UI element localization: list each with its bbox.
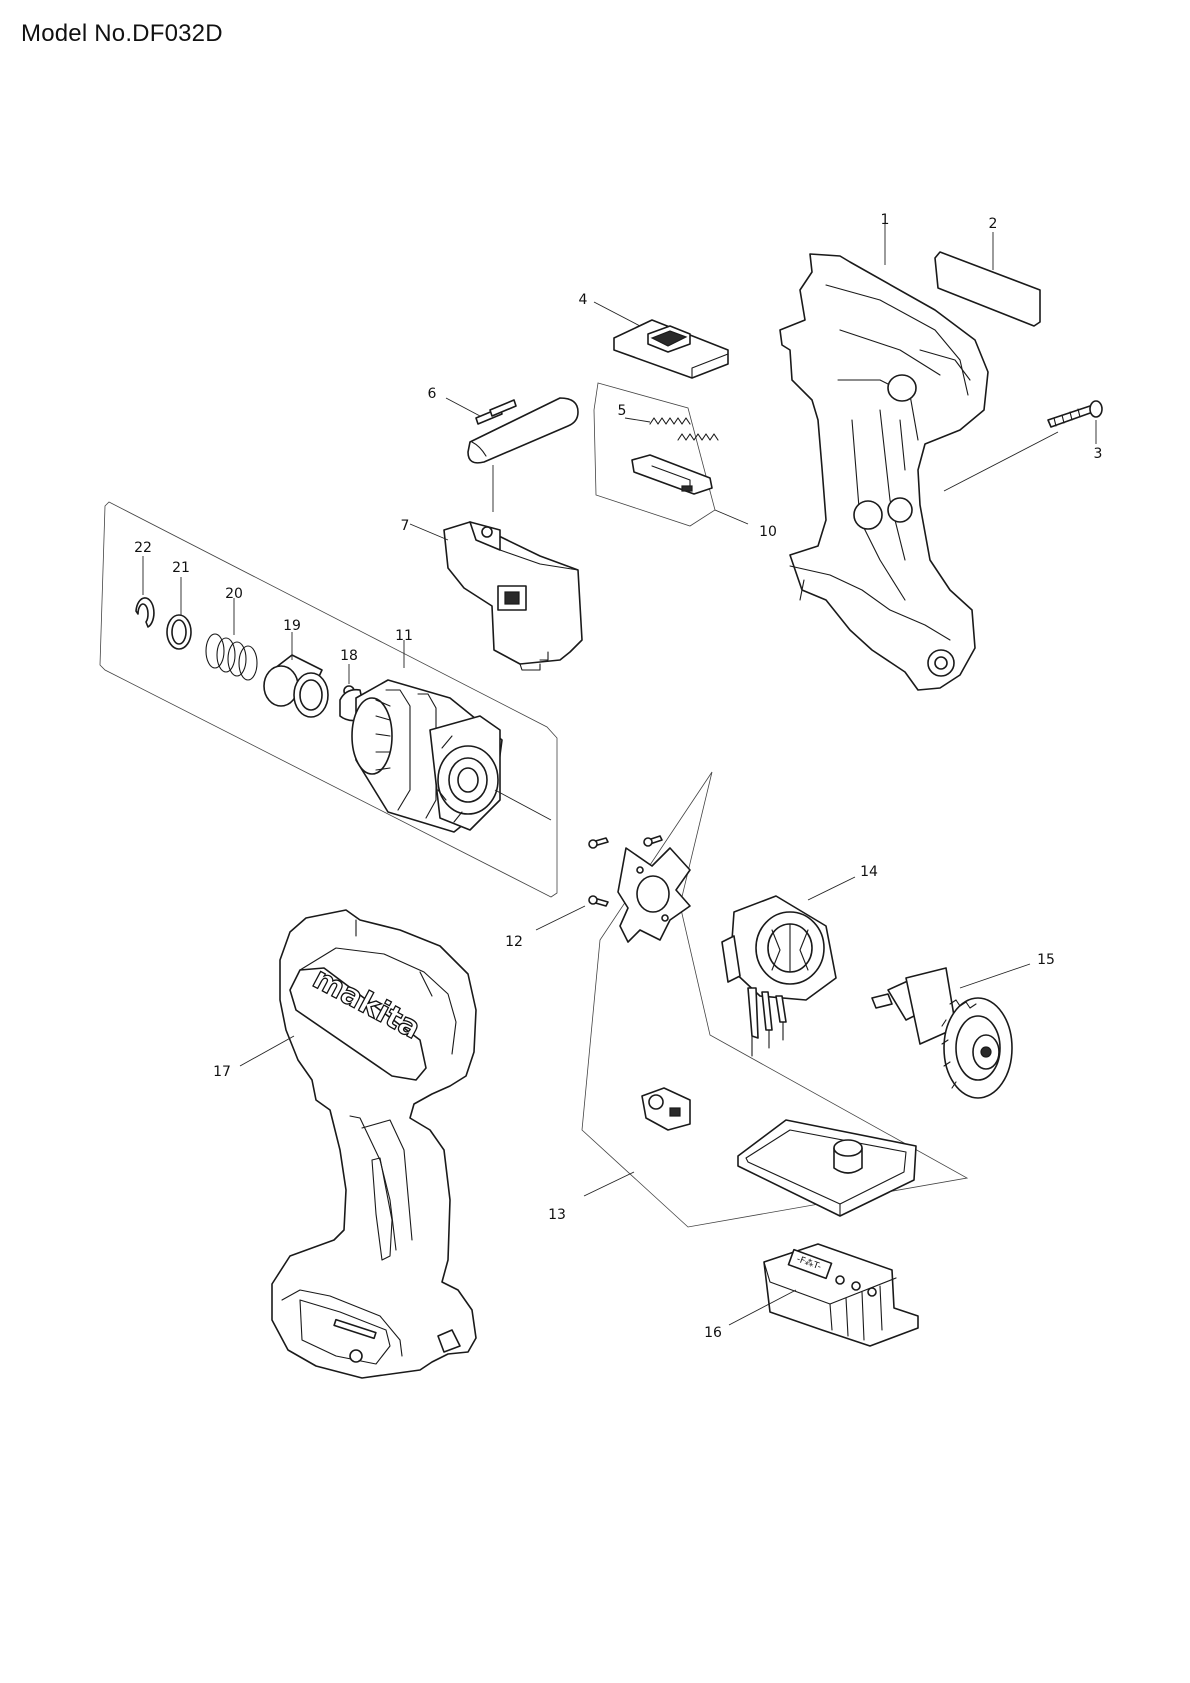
part-2-nameplate xyxy=(934,251,1041,327)
callout-20: 20 xyxy=(225,586,243,602)
leader-4 xyxy=(593,301,641,327)
callout-21: 21 xyxy=(172,560,190,576)
part-7-switch xyxy=(443,521,583,671)
leader-6 xyxy=(445,397,481,417)
callout-7: 7 xyxy=(401,518,410,534)
callout-17: 17 xyxy=(213,1064,231,1080)
leader-5 xyxy=(624,417,651,423)
part-20-compression-spring xyxy=(205,633,258,681)
callout-18: 18 xyxy=(340,648,358,664)
part-16-switch-board: -F⁂T- xyxy=(763,1243,919,1347)
group-outline-11 xyxy=(99,501,558,898)
callout-14: 14 xyxy=(860,864,878,880)
part-5-springs xyxy=(649,417,719,441)
part-6-reversing-lever xyxy=(467,397,579,464)
part-10-slider xyxy=(631,454,713,495)
leader-3b xyxy=(943,431,1059,492)
model-number-title: Model No.DF032D xyxy=(21,20,223,47)
callout-4: 4 xyxy=(579,292,588,308)
callout-15: 15 xyxy=(1037,952,1055,968)
leader-12 xyxy=(535,905,586,931)
part-13-controller xyxy=(737,1119,917,1217)
callout-10: 10 xyxy=(759,524,777,540)
leader-17 xyxy=(239,1035,295,1067)
part-22-retaining-ring xyxy=(135,597,155,628)
leader-14 xyxy=(807,876,856,901)
callout-22: 22 xyxy=(134,540,152,556)
callout-19: 19 xyxy=(283,618,301,634)
leader-13 xyxy=(583,1171,635,1197)
callout-6: 6 xyxy=(428,386,437,402)
leader-11b xyxy=(494,789,552,821)
part-15-rotor xyxy=(871,967,1013,1099)
part-3-screw xyxy=(1047,400,1103,428)
leader-15 xyxy=(959,963,1031,989)
group-outline-10 xyxy=(593,382,716,527)
callout-2: 2 xyxy=(989,216,998,232)
callout-1: 1 xyxy=(881,212,890,228)
callout-16: 16 xyxy=(704,1325,722,1341)
leader-16 xyxy=(728,1289,797,1326)
part-21-flat-washer xyxy=(166,614,192,650)
callout-3: 3 xyxy=(1094,446,1103,462)
part-14-stator xyxy=(721,895,837,1057)
part-13-plate xyxy=(617,847,691,943)
part-1-housing-right xyxy=(779,253,989,691)
part-12-screws xyxy=(588,835,663,907)
part-4-switch-lever xyxy=(613,319,729,379)
callout-12: 12 xyxy=(505,934,523,950)
callout-11: 11 xyxy=(395,628,413,644)
leader-10 xyxy=(714,509,749,525)
part-13-hall-sensor xyxy=(641,1087,691,1131)
leader-7 xyxy=(409,523,449,541)
callout-5: 5 xyxy=(618,403,627,419)
part-17-housing-set: makita xyxy=(271,909,477,1379)
callout-13: 13 xyxy=(548,1207,566,1223)
part-11-gear-assembly xyxy=(339,679,503,833)
part-19-sleeve xyxy=(263,654,329,718)
